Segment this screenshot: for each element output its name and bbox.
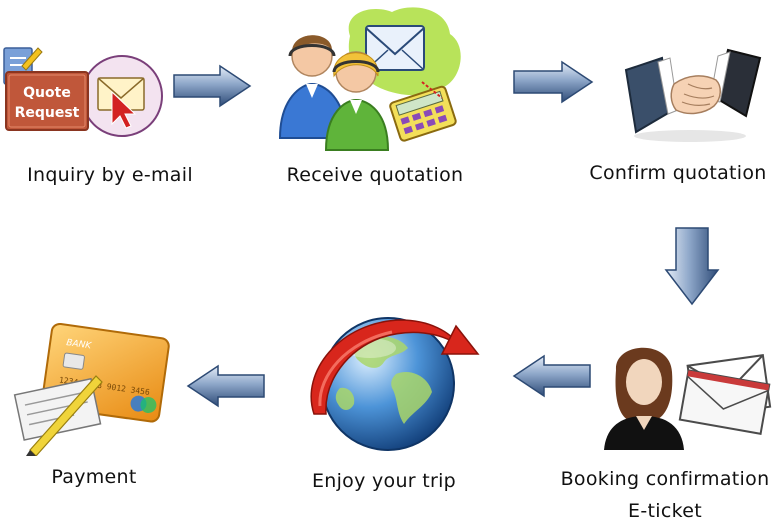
step-label-payment: Payment xyxy=(51,466,137,488)
step-label-confirm: Confirm quotation xyxy=(589,162,767,184)
quote-request-email-icon: Quote Request xyxy=(3,47,163,137)
card-bank-text: BANK xyxy=(66,338,93,352)
step-label-booking-line2: E-ticket xyxy=(628,500,702,522)
step-payment: BANK 1234 5678 9012 3456 xyxy=(10,316,170,456)
badge-line2: Request xyxy=(15,105,80,121)
booking-agent-envelopes-icon xyxy=(604,347,772,450)
flow-arrow-down xyxy=(664,227,720,306)
step-label-enjoy: Enjoy your trip xyxy=(311,470,457,492)
step-booking xyxy=(600,330,778,450)
step-enjoy xyxy=(300,302,480,462)
handshake-icon xyxy=(624,48,762,142)
step-label-inquiry: Inquiry by e-mail xyxy=(27,164,193,186)
step-receive xyxy=(272,2,472,152)
badge-line1: Quote xyxy=(23,85,71,101)
flow-arrow-left-2 xyxy=(186,364,265,408)
step-confirm xyxy=(618,40,768,150)
credit-card-payment-icon: BANK 1234 5678 9012 3456 xyxy=(13,322,170,456)
step-inquiry: Quote Request xyxy=(0,20,200,150)
step-label-booking-line1: Booking confirmation xyxy=(560,468,770,490)
call-center-agents-icon xyxy=(278,7,461,151)
flow-arrow-right-1 xyxy=(173,64,252,108)
globe-travel-icon xyxy=(310,317,480,451)
flow-arrow-left-1 xyxy=(512,354,591,398)
step-label-receive: Receive quotation xyxy=(286,164,464,186)
flow-arrow-right-2 xyxy=(513,60,594,104)
